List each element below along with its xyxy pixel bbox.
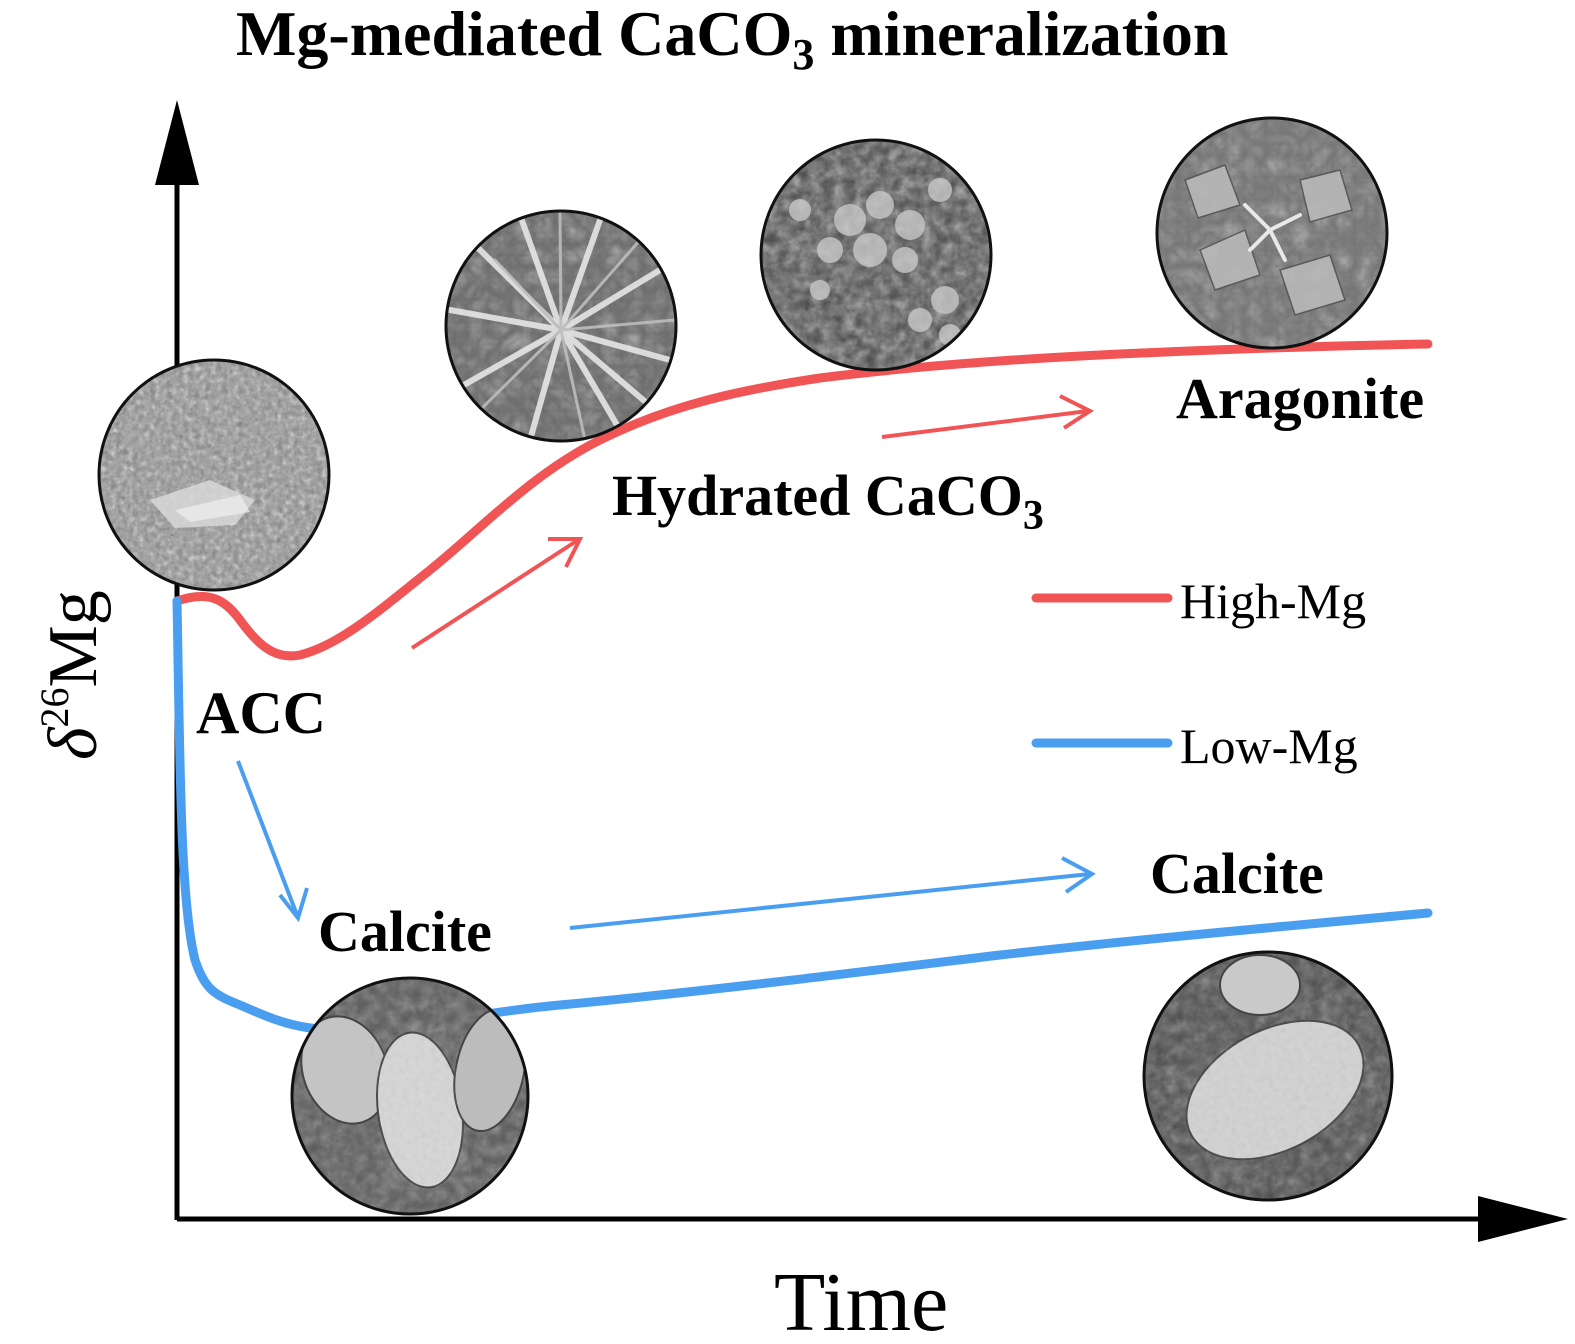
legend: High-Mg Low-Mg	[1031, 573, 1366, 774]
micrograph-calcite-late	[1142, 950, 1394, 1202]
x-axis-label: Time	[774, 1256, 948, 1344]
y-axis-label: δ26Mg	[32, 590, 112, 760]
title-main: Mg-mediated CaCO	[236, 0, 792, 69]
arrowhead-acc-to-calcite	[278, 887, 309, 923]
figure-title: Mg-mediated CaCO3 mineralization	[236, 0, 1229, 79]
title-subscript: 3	[792, 30, 814, 79]
y-label-delta: δ	[35, 726, 112, 760]
x-axis-arrowhead	[1478, 1196, 1568, 1242]
label-hydrated-sub: 3	[1023, 493, 1044, 539]
label-calcite-early: Calcite	[318, 899, 492, 964]
high-mg-curve	[172, 339, 1433, 661]
arrow-calcite-to-calcite	[569, 872, 1091, 930]
y-label-superscript: 26	[32, 687, 77, 727]
label-calcite-late: Calcite	[1150, 841, 1324, 906]
arrow-acc-to-hydrated	[410, 538, 580, 650]
label-acc: ACC	[196, 680, 326, 746]
micrograph-aragonite	[1155, 116, 1389, 350]
low-mg-arrows	[236, 760, 1096, 930]
title-tail: mineralization	[814, 0, 1228, 69]
micrograph-hydrated	[444, 209, 678, 443]
label-hydrated-main: Hydrated CaCO	[612, 463, 1023, 528]
y-axis-arrowhead	[155, 100, 199, 185]
legend-label-low-mg: Low-Mg	[1180, 718, 1358, 774]
arrow-acc-to-calcite	[236, 760, 299, 916]
arrowhead-hydrated-to-aragonite	[1059, 394, 1095, 430]
label-hydrated: Hydrated CaCO3	[612, 463, 1044, 539]
micrograph-calcite-early	[290, 976, 530, 1216]
arrowhead-calcite-to-calcite	[1061, 856, 1096, 894]
arrowhead-acc-to-hydrated	[548, 537, 584, 568]
label-aragonite: Aragonite	[1176, 366, 1424, 431]
high-mg-arrows	[410, 394, 1095, 650]
micrograph-acc	[97, 358, 331, 592]
y-label-text: Mg	[35, 590, 112, 687]
arrow-hydrated-to-aragonite	[881, 409, 1089, 439]
legend-label-high-mg: High-Mg	[1180, 573, 1366, 629]
micrograph-transition	[759, 138, 993, 372]
